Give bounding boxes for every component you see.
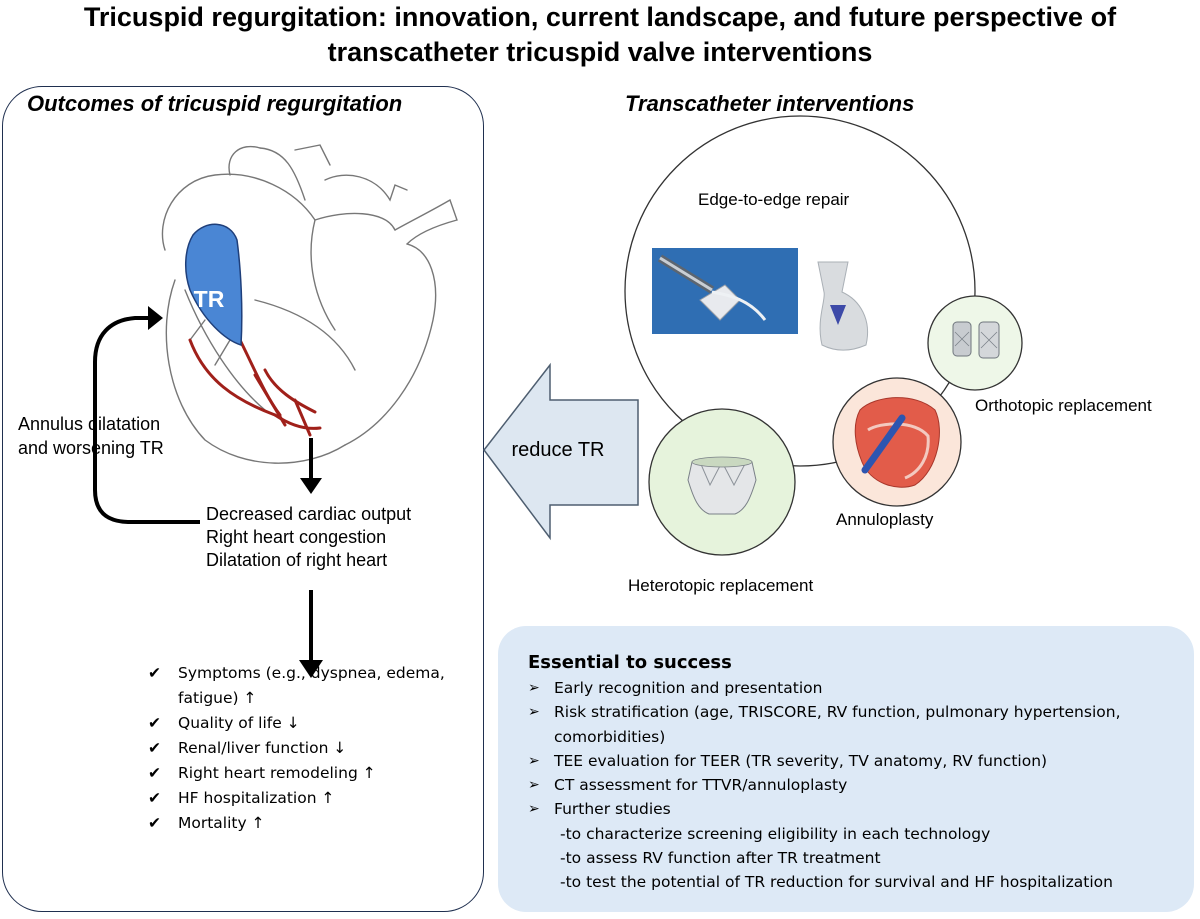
annuloplasty-caption: Annuloplasty: [836, 510, 934, 529]
tr-label: TR: [193, 286, 225, 312]
feedback-loop-arrow: [93, 316, 200, 524]
title-line-1: Tricuspid regurgitation: innovation, cur…: [83, 2, 1117, 32]
success-item-text: Further studies: [554, 800, 671, 819]
outcome-item: ✔ HF hospitalization ↑: [148, 786, 478, 811]
success-item: ➢ Further studies: [528, 797, 1184, 821]
arrow-bullet-icon: ➢: [528, 777, 540, 794]
figure-title: Tricuspid regurgitation: innovation, cur…: [0, 0, 1200, 70]
check-icon: ✔: [148, 739, 161, 757]
outcome-item: ✔ Right heart remodeling ↑: [148, 761, 478, 786]
effects-text: Decreased cardiac output Right heart con…: [206, 503, 476, 572]
check-icon: ✔: [148, 764, 161, 782]
success-item: ➢ CT assessment for TTVR/annuloplasty: [528, 773, 1184, 797]
check-icon: ✔: [148, 714, 161, 732]
outcome-text: Symptoms (e.g., dyspnea, edema, fatigue)…: [178, 664, 445, 707]
outcomes-list: ✔ Symptoms (e.g., dyspnea, edema, fatigue…: [148, 661, 478, 836]
heterotopic-caption: Heterotopic replacement: [628, 576, 814, 595]
arrow-bullet-icon: ➢: [528, 680, 540, 696]
outcome-text: Quality of life ↓: [178, 714, 300, 732]
loop-label: Annulus dilatation and worsening TR: [18, 412, 208, 460]
edge-to-edge-caption: Edge-to-edge repair: [698, 190, 850, 209]
success-sub-item: -to characterize screening eligibility i…: [560, 824, 991, 843]
title-line-2: transcatheter tricuspid valve interventi…: [327, 37, 873, 67]
outcome-text: HF hospitalization ↑: [178, 789, 335, 807]
effect-line-3: Dilatation of right heart: [206, 550, 388, 570]
success-item: ➢ TEE evaluation for TEER (TR severity, T…: [528, 749, 1184, 773]
success-list: ➢ Early recognition and presentation ➢ Ris…: [528, 676, 1184, 895]
arrow-bullet-icon: ➢: [528, 752, 540, 769]
orthotopic-caption: Orthotopic replacement: [975, 396, 1152, 415]
arrow-bullet-icon: ➢: [528, 801, 540, 818]
outcome-text: Mortality ↑: [178, 814, 265, 832]
outcome-item: ✔ Renal/liver function ↓: [148, 736, 478, 761]
check-icon: ✔: [148, 814, 161, 832]
outcome-item: ✔ Quality of life ↓: [148, 711, 478, 736]
success-item-text: Risk stratification (age, TRISCORE, RV f…: [554, 703, 1121, 746]
reduce-tr-arrow: [483, 362, 639, 541]
effect-line-2: Right heart congestion: [206, 527, 387, 547]
reduce-tr-label: reduce TR: [511, 439, 605, 461]
success-sub-item: -to test the potential of TR reduction f…: [560, 873, 1113, 892]
outcome-item: ✔ Symptoms (e.g., dyspnea, edema, fatigue…: [148, 661, 478, 711]
arrow-bullet-icon: ➢: [528, 704, 540, 721]
outcomes-panel: [2, 86, 484, 912]
essential-to-success-box: Essential to success ➢ Early recognition …: [498, 626, 1194, 912]
loop-label-line-2: and worsening TR: [18, 438, 164, 458]
down-arrowhead-2: [299, 660, 323, 678]
loop-label-line-1: Annulus dilatation: [18, 414, 161, 434]
down-arrowhead-1: [300, 478, 322, 494]
orthotopic-circle: [927, 295, 1023, 391]
check-icon: ✔: [148, 664, 161, 682]
effect-line-1: Decreased cardiac output: [206, 504, 412, 524]
outcome-text: Renal/liver function ↓: [178, 739, 347, 757]
success-item-text: Early recognition and presentation: [554, 679, 823, 697]
feedback-arrowhead: [148, 306, 163, 330]
interventions-heading: Transcatheter interventions: [625, 91, 915, 116]
success-item-text: CT assessment for TTVR/annuloplasty: [554, 776, 848, 795]
success-title: Essential to success: [528, 652, 732, 673]
check-icon: ✔: [148, 789, 161, 807]
success-sub-item: -to assess RV function after TR treatmen…: [560, 849, 881, 868]
outcomes-heading: Outcomes of tricuspid regurgitation: [27, 91, 403, 116]
success-item: ➢ Early recognition and presentation: [528, 676, 1184, 700]
heart-illustration: [161, 144, 458, 464]
outcome-text: Right heart remodeling ↑: [178, 764, 376, 782]
annuloplasty-heart: [854, 397, 940, 488]
success-item-text: TEE evaluation for TEER (TR severity, TV…: [554, 751, 1048, 770]
success-item: ➢ Risk stratification (age, TRISCORE, RV …: [528, 700, 1184, 749]
outcome-item: ✔ Mortality ↑: [148, 811, 478, 836]
